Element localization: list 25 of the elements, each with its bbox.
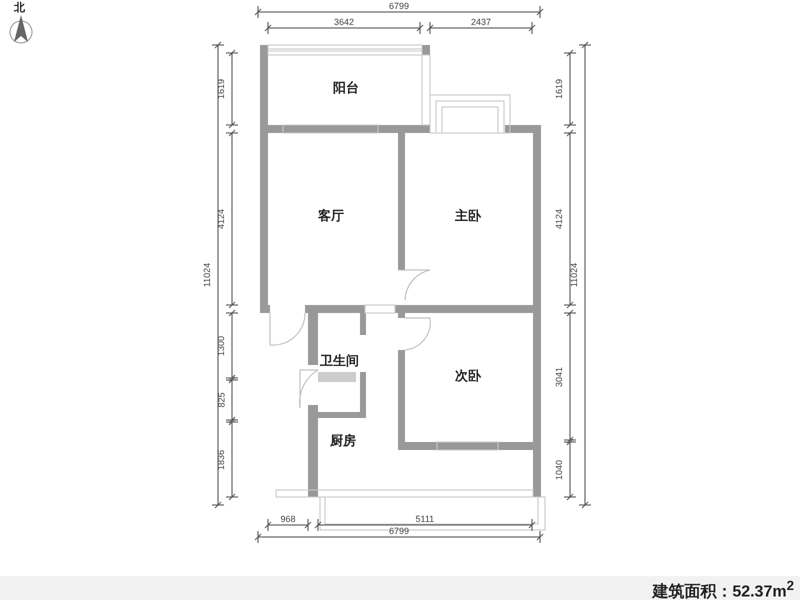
room-label: 卫生间 [320,353,359,368]
dimension-label: 968 [280,514,296,524]
area-label: 建筑面积：52.37m$^{2}$ [652,578,794,600]
dimension-label: 2437 [471,17,492,27]
room-label: 客厅 [318,208,344,223]
room-label: 阳台 [333,80,359,95]
room-label: 次卧 [455,368,481,383]
dimension-label: 4124 [216,208,226,230]
dimension-label: 11024 [569,262,580,288]
dimension-label: 1619 [216,78,226,100]
dimension-label: 3041 [554,366,564,387]
dimension-label: 11024 [202,262,212,288]
dimension-label: 1300 [216,335,226,356]
dimension-label: 825 [216,392,226,408]
dimension-label: 4124 [554,208,564,230]
dimension-label: 6799 [389,1,410,11]
dimension-label: 1836 [216,449,226,470]
room-label: 厨房 [330,433,356,448]
room-label: 主卧 [455,208,481,223]
dimension-label: 1040 [554,459,564,480]
dimension-label: 6799 [389,526,410,536]
dimension-label: 3642 [334,17,354,27]
north-label: 北 [14,1,25,16]
dimension-label: 5111 [416,514,434,524]
dimension-label: 1619 [554,78,564,100]
